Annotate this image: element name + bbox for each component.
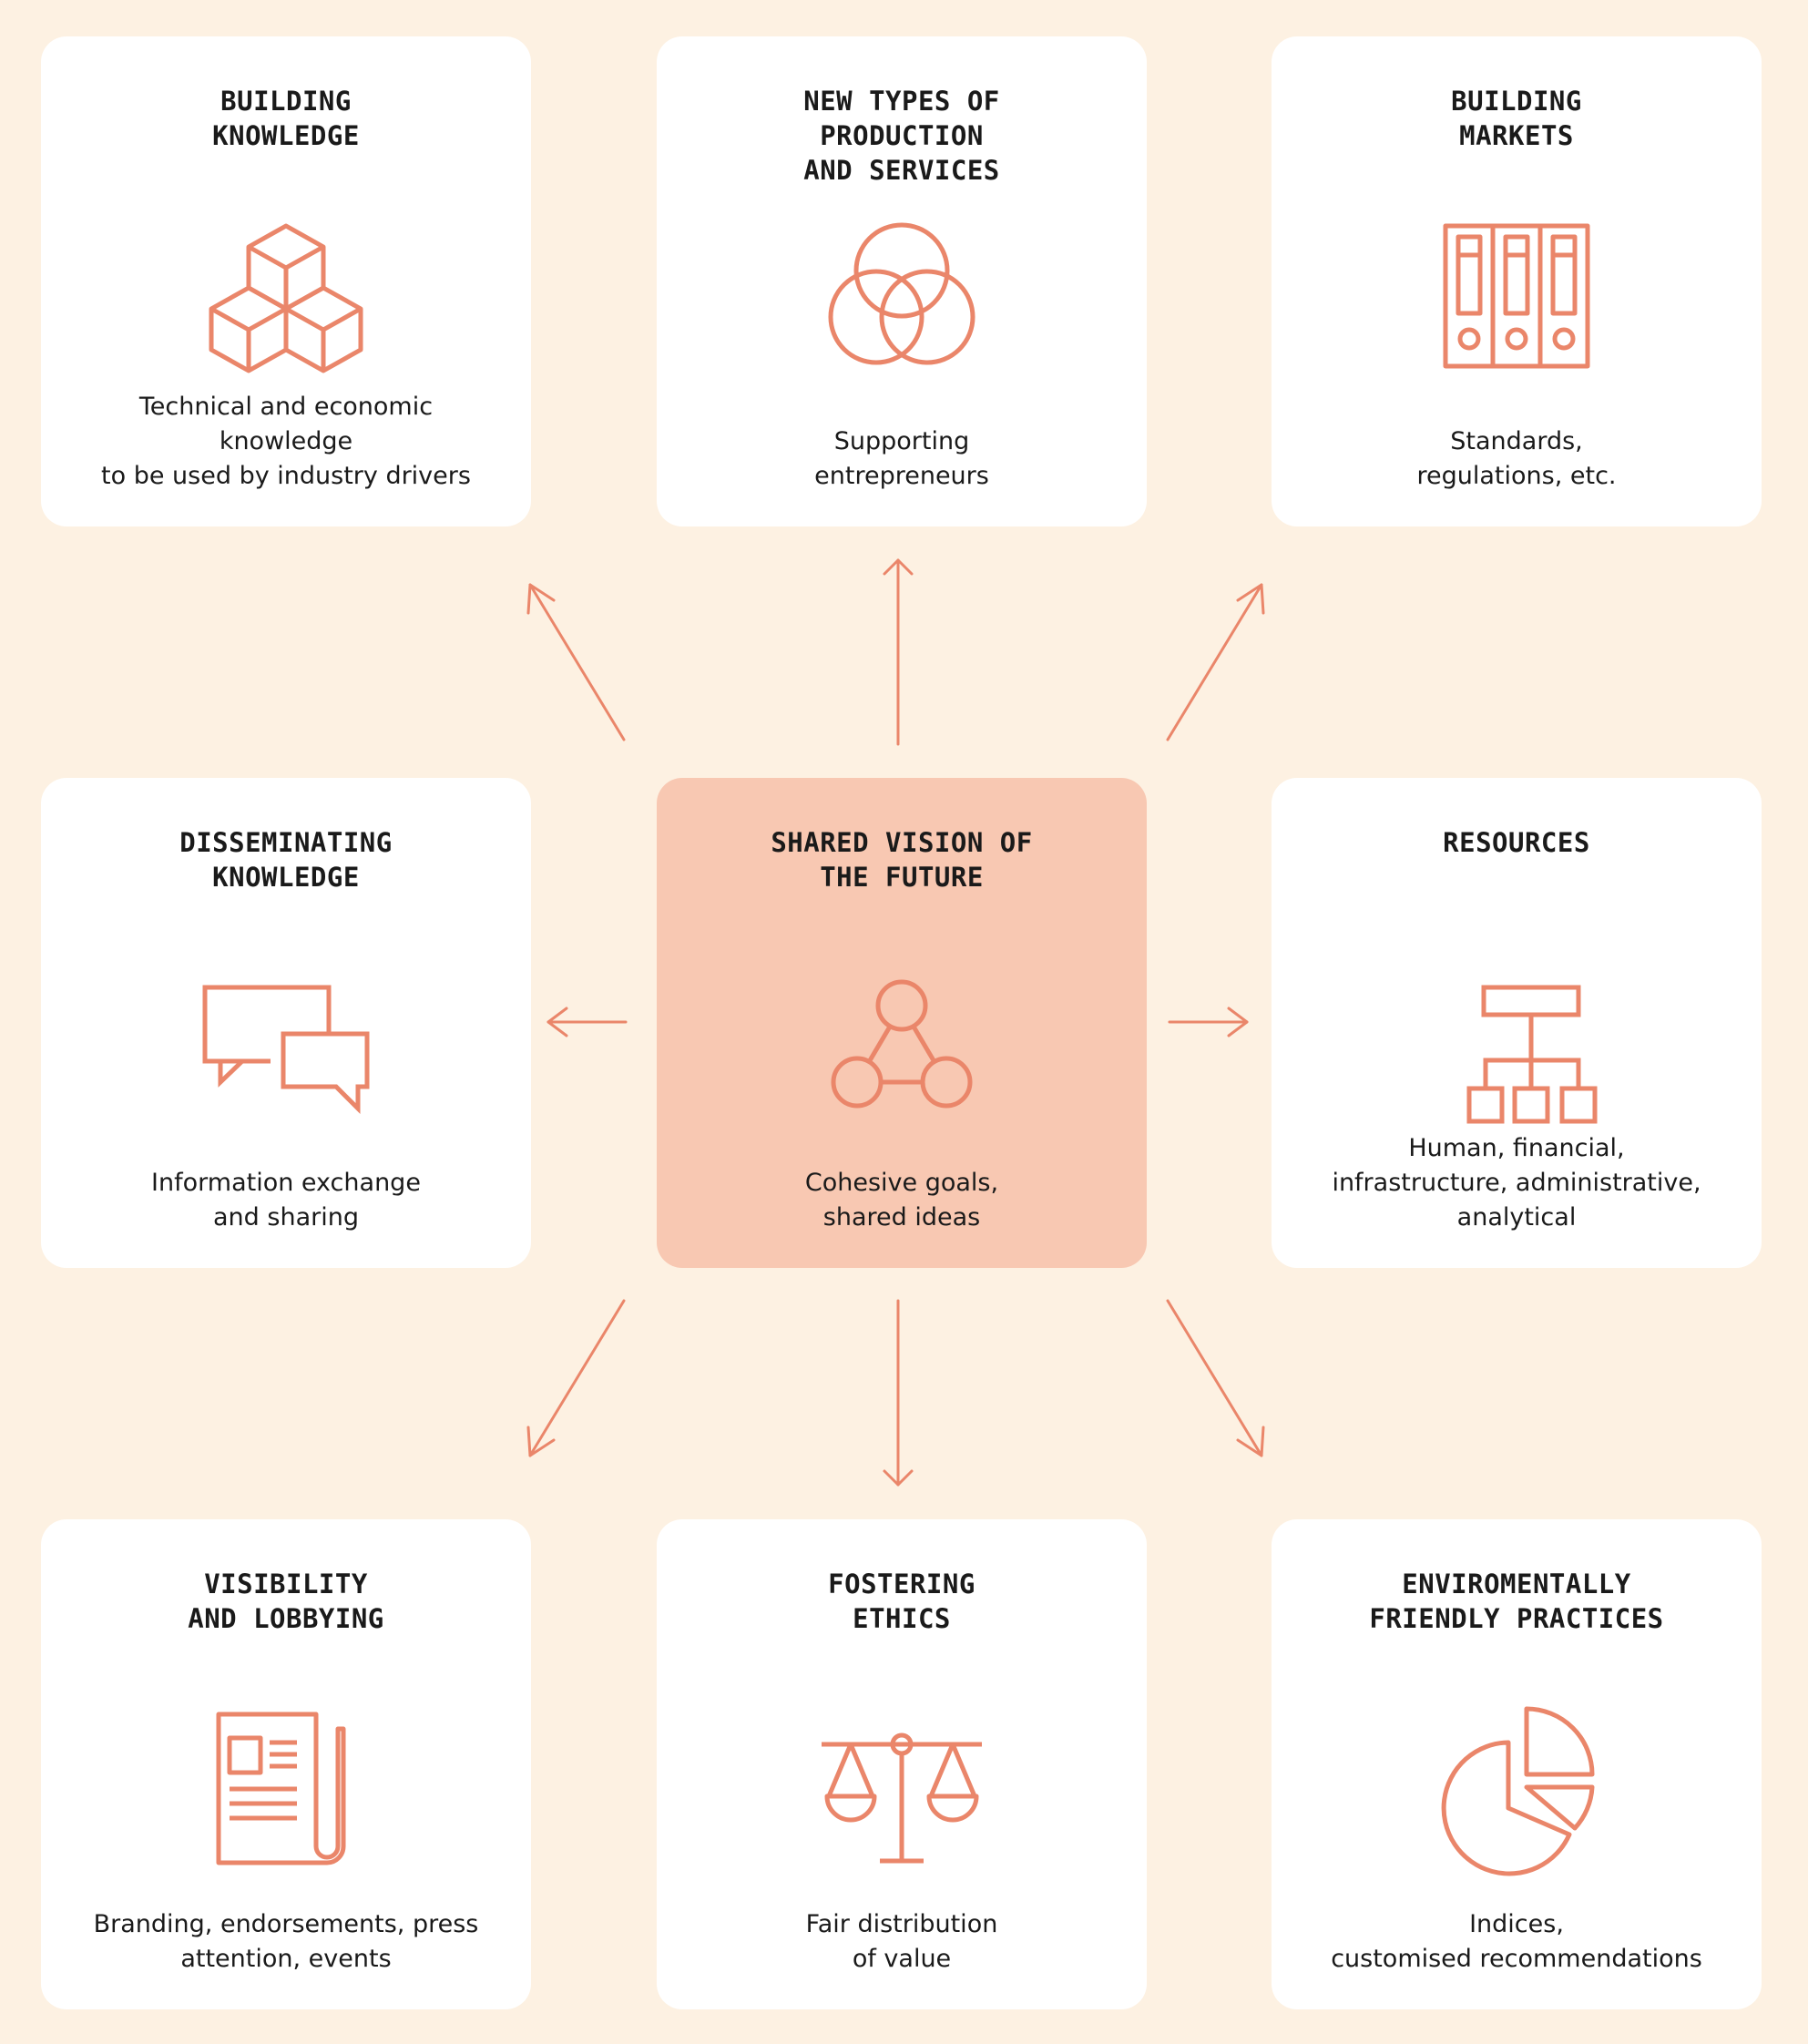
scales-icon	[822, 1732, 982, 1864]
card-disseminating-knowledge: DISSEMINATING KNOWLEDGE Information exch…	[41, 778, 531, 1268]
card-description: Technical and economic knowledge to be u…	[101, 393, 471, 490]
card-title: DISSEMINATING KNOWLEDGE	[179, 827, 393, 893]
arrow-to-environmentally-friendly-practices	[1166, 1299, 1265, 1457]
card-description: Branding, endorsements, press attention,…	[93, 1910, 479, 1973]
card-title: FOSTERING ETHICS	[828, 1569, 976, 1634]
card-title: BUILDING KNOWLEDGE	[212, 86, 360, 151]
card-description: Standards, regulations, etc.	[1416, 427, 1617, 490]
card-title: RESOURCES	[1443, 827, 1590, 858]
card-building-markets: BUILDING MARKETS Standards, regulations,…	[1272, 36, 1762, 526]
arrow-to-fostering-ethics	[883, 1299, 914, 1487]
card-description: Cohesive goals, shared ideas	[804, 1169, 999, 1232]
arrow-to-new-types-of-production	[883, 558, 914, 746]
card-title: VISIBILITY AND LOBBYING	[188, 1569, 384, 1634]
card-visibility-and-lobbying: VISIBILITY AND LOBBYING Branding, endors…	[41, 1519, 531, 2009]
card-description: Supporting entrepreneurs	[814, 427, 989, 490]
card-description: Indices, customised recommendations	[1331, 1910, 1702, 1973]
card-shared-vision-of-the-future: SHARED VISION OF THE FUTURE Cohesive goa…	[657, 778, 1147, 1268]
card-description: Human, financial, infrastructure, admini…	[1332, 1134, 1701, 1232]
card-fostering-ethics: FOSTERING ETHICS Fair distribution of va…	[657, 1519, 1147, 2009]
arrow-to-resources	[1168, 1007, 1249, 1037]
binders-icon	[1443, 223, 1590, 369]
card-building-knowledge: BUILDING KNOWLEDGE Technical and economi…	[41, 36, 531, 526]
card-description: Fair distribution of value	[805, 1910, 998, 1973]
arrow-to-building-markets	[1166, 583, 1265, 741]
org-chart-icon	[1466, 985, 1598, 1124]
cubes-icon	[209, 223, 363, 373]
card-environmentally-friendly-practices: ENVIROMENTALLY FRIENDLY PRACTICES Indice…	[1272, 1519, 1762, 2009]
arrow-to-disseminating-knowledge	[546, 1007, 628, 1037]
card-description: Information exchange and sharing	[151, 1169, 421, 1232]
pie-chart-icon	[1441, 1706, 1595, 1876]
arrow-to-visibility-and-lobbying	[526, 1299, 626, 1457]
arrow-to-building-knowledge	[526, 583, 626, 741]
card-new-types-of-production: NEW TYPES OF PRODUCTION AND SERVICES Sup…	[657, 36, 1147, 526]
card-title: NEW TYPES OF PRODUCTION AND SERVICES	[803, 86, 1000, 186]
card-title: BUILDING MARKETS	[1451, 86, 1582, 151]
venn-circles-icon	[828, 222, 976, 365]
network-nodes-icon	[831, 979, 973, 1109]
card-resources: RESOURCES Human, financial, infrastructu…	[1272, 778, 1762, 1268]
card-title: SHARED VISION OF THE FUTURE	[771, 827, 1033, 893]
newspaper-icon	[216, 1712, 346, 1865]
card-title: ENVIROMENTALLY FRIENDLY PRACTICES	[1369, 1569, 1664, 1634]
speech-bubbles-icon	[202, 985, 370, 1115]
